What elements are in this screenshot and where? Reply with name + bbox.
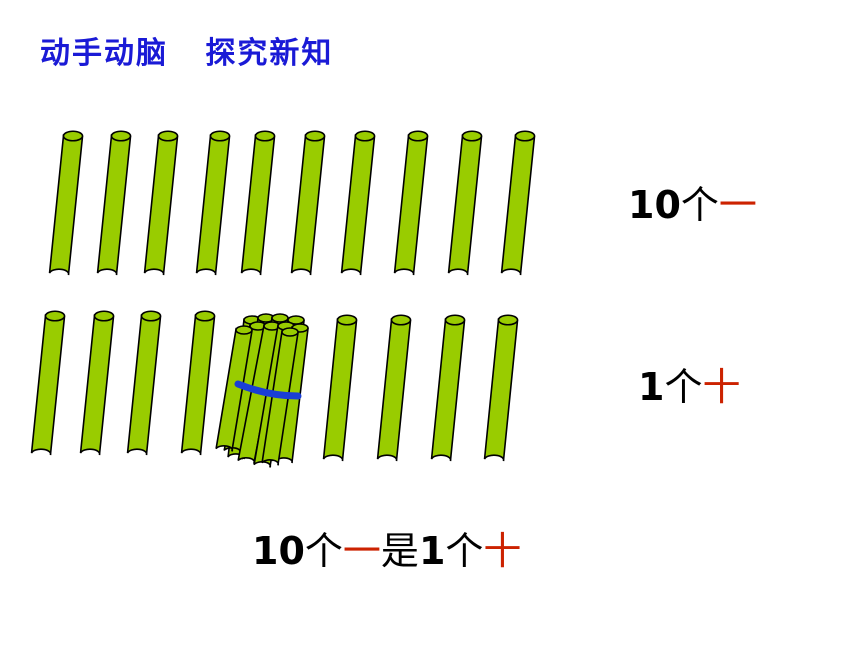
bottom-row-sticks <box>30 310 519 462</box>
bundle-band <box>234 380 302 400</box>
bottom-right-stick-2 <box>376 314 412 462</box>
bundle-of-ten-sticks <box>215 313 309 468</box>
top-stick-2 <box>96 130 132 276</box>
bottom-left-stick-1 <box>30 310 66 456</box>
label-one-ten-number: 1 <box>638 365 665 409</box>
bundle-stick-9 <box>215 325 253 452</box>
summary-sentence: 10个一是1个十 <box>252 532 521 570</box>
bottom-left-stick-4 <box>180 310 216 456</box>
top-stick-9 <box>447 130 483 276</box>
bottom-right-stick-4 <box>483 314 519 462</box>
summary-verb: 是 <box>380 529 419 573</box>
bottom-left-stick-2 <box>79 310 115 456</box>
top-stick-10 <box>500 130 536 276</box>
summary-measure-2: 个 <box>445 529 484 573</box>
top-stick-1 <box>48 130 84 276</box>
top-stick-3 <box>143 130 179 276</box>
summary-unit-1: 一 <box>342 529 381 573</box>
top-stick-7 <box>340 130 376 276</box>
summary-number-2: 1 <box>418 529 446 573</box>
summary-measure-1: 个 <box>304 529 343 573</box>
top-stick-8 <box>393 130 429 276</box>
bottom-left-stick-3 <box>126 310 162 456</box>
slide-title: 动手动脑 探究新知 <box>40 36 334 71</box>
label-one-ten-measure: 个 <box>664 365 703 409</box>
top-row-sticks <box>48 130 536 276</box>
label-ten-ones-unit: 一 <box>718 183 757 227</box>
label-one-ten: 1个十 <box>638 368 740 406</box>
summary-unit-2: 十 <box>483 529 522 573</box>
label-one-ten-unit: 十 <box>702 365 741 409</box>
top-stick-6 <box>290 130 326 276</box>
label-ten-ones-measure: 个 <box>680 183 719 227</box>
summary-number-1: 10 <box>252 529 305 573</box>
label-ten-ones-number: 10 <box>628 183 681 227</box>
bottom-right-stick-3 <box>430 314 466 462</box>
bottom-right-stick-1 <box>322 314 358 462</box>
top-stick-5 <box>240 130 276 276</box>
top-stick-4 <box>195 130 231 276</box>
label-ten-ones: 10个一 <box>628 186 757 224</box>
